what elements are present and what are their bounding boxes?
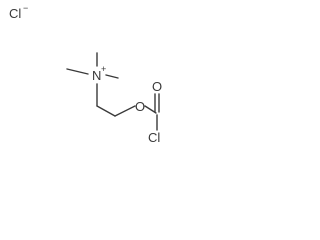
bonds <box>66 52 160 131</box>
atoms: Cl − N + O O Cl <box>9 3 162 145</box>
bond-o-carbonyl-c <box>144 105 157 114</box>
bond-ch2-o <box>114 105 136 117</box>
acyl-chlorine-symbol: Cl <box>148 130 160 145</box>
structure-diagram: Cl − N + O O Cl <box>9 3 162 145</box>
ether-oxygen-symbol: O <box>135 99 145 114</box>
chloride-ion-charge: − <box>23 3 28 13</box>
bond-n-methyl-right <box>105 74 119 79</box>
chloride-ion-symbol: Cl <box>9 6 21 21</box>
carbonyl-oxygen-symbol: O <box>152 79 162 94</box>
nitrogen-symbol: N <box>92 68 101 83</box>
nitrogen-charge: + <box>101 64 106 74</box>
bond-n-methyl-left <box>66 68 89 75</box>
bond-ch2-ch2 <box>96 105 116 117</box>
